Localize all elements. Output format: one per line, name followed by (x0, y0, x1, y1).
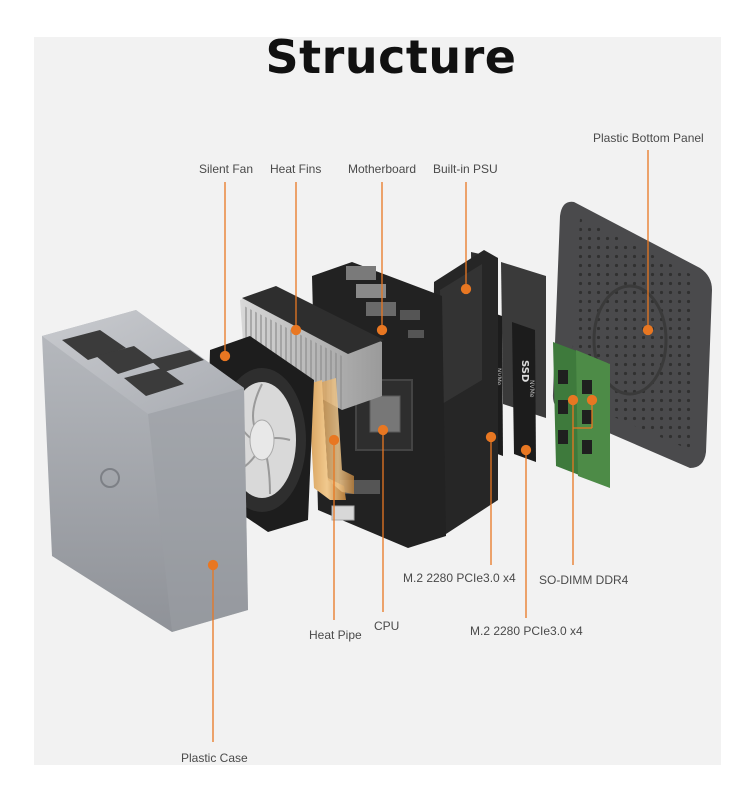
label-plastic-bottom-panel: Plastic Bottom Panel (593, 131, 704, 145)
label-heat-pipe: Heat Pipe (309, 628, 362, 642)
label-built-in-psu: Built-in PSU (433, 162, 498, 176)
heat-pipe-part (308, 378, 355, 521)
ssd-b-part: SSD NVMe (501, 262, 546, 462)
ssd-b-brand: SSD (519, 360, 530, 382)
label-m2-slot-a: M.2 2280 PCIe3.0 x4 (403, 571, 516, 585)
label-motherboard: Motherboard (348, 162, 417, 176)
marker-plastic-case (207, 559, 219, 571)
marker-heat-fins (290, 324, 302, 336)
marker-cpu (377, 424, 389, 436)
marker-so-dimm-1 (567, 394, 579, 406)
label-cpu: CPU (374, 619, 400, 633)
label-plastic-case: Plastic Case (181, 751, 248, 765)
marker-bottom-panel (642, 324, 654, 336)
label-heat-fins: Heat Fins (270, 162, 322, 176)
so-dimm-part (553, 342, 610, 488)
label-so-dimm: SO-DIMM DDR4 (539, 573, 629, 587)
case-part (42, 310, 248, 632)
marker-m2-b (520, 444, 532, 456)
marker-heat-pipe (328, 434, 340, 446)
label-silent-fan: Silent Fan (199, 162, 254, 176)
marker-motherboard (376, 324, 388, 336)
ssd-b-type: NVMe (528, 380, 535, 398)
marker-silent-fan (219, 350, 231, 362)
marker-m2-a (485, 431, 497, 443)
page-title: Structure (265, 30, 517, 84)
marker-psu (460, 283, 472, 295)
marker-so-dimm-2 (586, 394, 598, 406)
ssd-a-type: NVMe (495, 368, 502, 386)
label-m2-slot-b: M.2 2280 PCIe3.0 x4 (470, 624, 583, 638)
psu-part (432, 250, 498, 534)
leader-lines (207, 150, 654, 742)
